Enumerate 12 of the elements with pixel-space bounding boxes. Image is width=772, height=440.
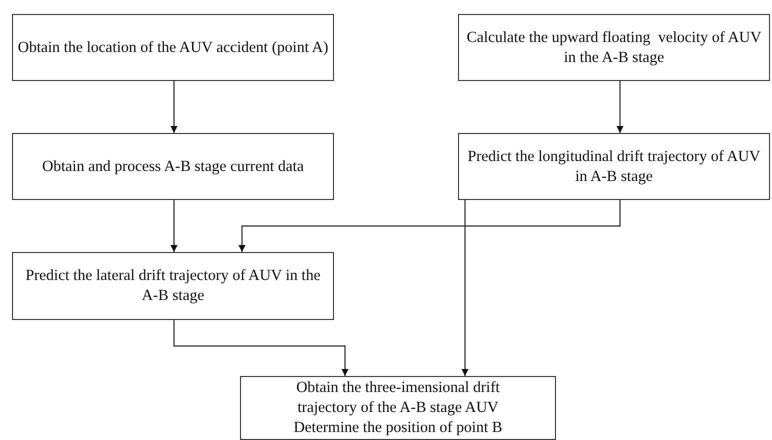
arrow xyxy=(170,200,178,252)
process-box: Predict the lateral drift trajectory of AUV in the A-B stage xyxy=(12,252,334,320)
process-box: Obtain and process A-B stage current data xyxy=(12,133,334,200)
process-box: Obtain the location of the AUV accident (point A) xyxy=(12,14,334,81)
arrow xyxy=(173,320,348,376)
arrow xyxy=(238,200,621,252)
arrow xyxy=(462,200,468,376)
process-box: Obtain the three-imensional drift trajectory of the A-B stage AUV Determine the position of point B xyxy=(240,376,556,440)
arrow xyxy=(170,81,178,133)
process-box: Predict the longitudinal drift trajectory of AUV in A-B stage xyxy=(458,133,770,200)
process-box: Calculate the upward floating velocity of AUV in the A-B stage xyxy=(458,14,770,81)
arrow xyxy=(616,81,624,133)
